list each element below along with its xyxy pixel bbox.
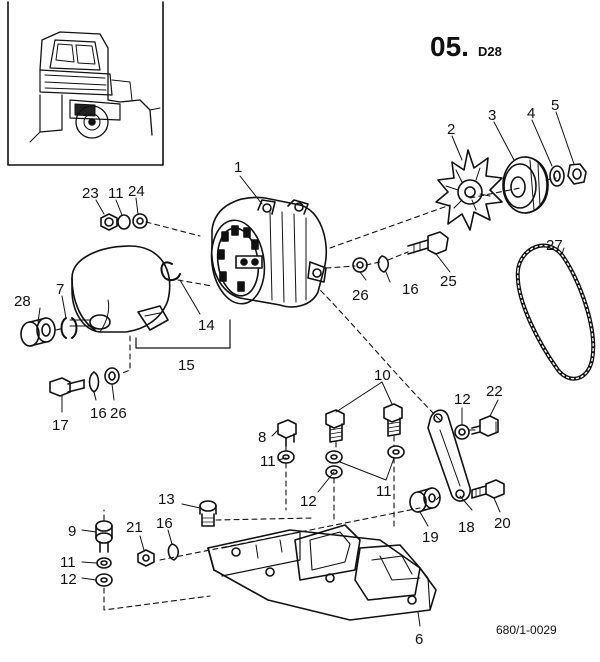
bolt-part-25 bbox=[407, 231, 449, 255]
nut-part-23 bbox=[100, 213, 118, 231]
callout-21: 21 bbox=[126, 519, 143, 536]
leader-lines bbox=[37, 111, 575, 627]
callout-19: 19 bbox=[422, 529, 439, 546]
callout-13: 13 bbox=[158, 491, 175, 508]
group-bracket-15 bbox=[135, 319, 231, 349]
callout-26-left: 26 bbox=[110, 405, 127, 422]
callout-8: 8 bbox=[258, 429, 266, 446]
callout-12-right: 12 bbox=[454, 391, 471, 408]
washer-part-16-right bbox=[377, 255, 390, 273]
bolt-part-22 bbox=[471, 415, 499, 437]
washer-part-11-top bbox=[117, 214, 131, 230]
nut-part-21 bbox=[137, 549, 155, 567]
washer-part-11-mid-left bbox=[277, 450, 295, 464]
washer-part-26-right bbox=[352, 257, 368, 273]
spacer-part-19 bbox=[409, 487, 441, 513]
fan-part-2 bbox=[435, 149, 503, 231]
callout-24: 24 bbox=[128, 183, 145, 200]
bolt-part-9 bbox=[95, 520, 113, 553]
callout-10: 10 bbox=[374, 367, 391, 384]
ring-part-7 bbox=[60, 317, 78, 339]
adjusting-strap-part-18 bbox=[427, 409, 471, 502]
bolt-part-10-right bbox=[383, 403, 403, 437]
washer-part-24 bbox=[132, 213, 148, 229]
callout-11-top: 11 bbox=[108, 185, 124, 202]
callout-7: 7 bbox=[56, 281, 64, 298]
callout-23: 23 bbox=[82, 185, 99, 202]
assembly-lines bbox=[55, 177, 557, 611]
section-suffix: D28 bbox=[478, 44, 502, 59]
washer-part-26-left bbox=[104, 367, 120, 385]
bolt-part-13 bbox=[199, 500, 217, 527]
callout-3: 3 bbox=[488, 107, 496, 124]
washer-part-12-right bbox=[454, 424, 470, 440]
washer-part-12-bottom bbox=[95, 573, 113, 587]
callout-18: 18 bbox=[458, 519, 475, 536]
callout-16-right: 16 bbox=[402, 281, 419, 298]
callout-17: 17 bbox=[52, 417, 69, 434]
reference-number: 680/1-0029 bbox=[496, 623, 557, 637]
belt-part-27 bbox=[515, 243, 596, 381]
bolt-part-20 bbox=[471, 479, 505, 499]
callout-20: 20 bbox=[494, 515, 511, 532]
section-code: 05. bbox=[430, 31, 469, 62]
bolt-part-10-left bbox=[325, 409, 345, 443]
washer-part-16-bottom bbox=[167, 543, 180, 561]
callout-11-mid-right: 11 bbox=[376, 483, 392, 500]
alternator-part-1 bbox=[210, 196, 327, 308]
callout-26-right: 26 bbox=[352, 287, 369, 304]
pulley-part-3 bbox=[502, 156, 549, 214]
callout-27: 27 bbox=[546, 237, 563, 254]
washer-part-11-mid bbox=[325, 450, 343, 464]
nut-part-5 bbox=[567, 163, 587, 185]
callout-16-left: 16 bbox=[90, 405, 107, 422]
callout-28: 28 bbox=[14, 293, 31, 310]
callout-15: 15 bbox=[178, 357, 195, 374]
vehicle-inset bbox=[7, 1, 164, 166]
callout-11-bottom: 11 bbox=[60, 554, 76, 571]
rear-cover bbox=[69, 245, 171, 333]
callout-14: 14 bbox=[198, 317, 215, 334]
washer-part-16-left bbox=[88, 371, 100, 393]
callout-22: 22 bbox=[486, 383, 503, 400]
callout-12-bottom: 12 bbox=[60, 571, 77, 588]
bolt-part-17 bbox=[49, 377, 85, 397]
bracket-part-6 bbox=[207, 524, 437, 621]
callout-6: 6 bbox=[415, 631, 423, 648]
callout-9: 9 bbox=[68, 523, 76, 540]
callout-25: 25 bbox=[440, 273, 457, 290]
callout-labels: 1 2 3 4 5 6 7 8 9 10 11 11 11 11 12 12 1… bbox=[14, 97, 563, 648]
callout-1: 1 bbox=[234, 159, 242, 176]
callout-11-mid-left: 11 bbox=[260, 453, 276, 470]
washer-part-4 bbox=[549, 165, 565, 187]
bolt-part-8 bbox=[277, 419, 297, 447]
callout-2: 2 bbox=[447, 121, 455, 138]
circlip-part-14 bbox=[160, 261, 181, 282]
callout-16-bottom: 16 bbox=[156, 515, 173, 532]
washer-part-11-bottom bbox=[96, 557, 112, 569]
callout-12-mid: 12 bbox=[300, 493, 317, 510]
washer-part-11-mid-right bbox=[387, 445, 405, 459]
callout-4: 4 bbox=[527, 105, 535, 122]
callout-5: 5 bbox=[551, 97, 559, 114]
